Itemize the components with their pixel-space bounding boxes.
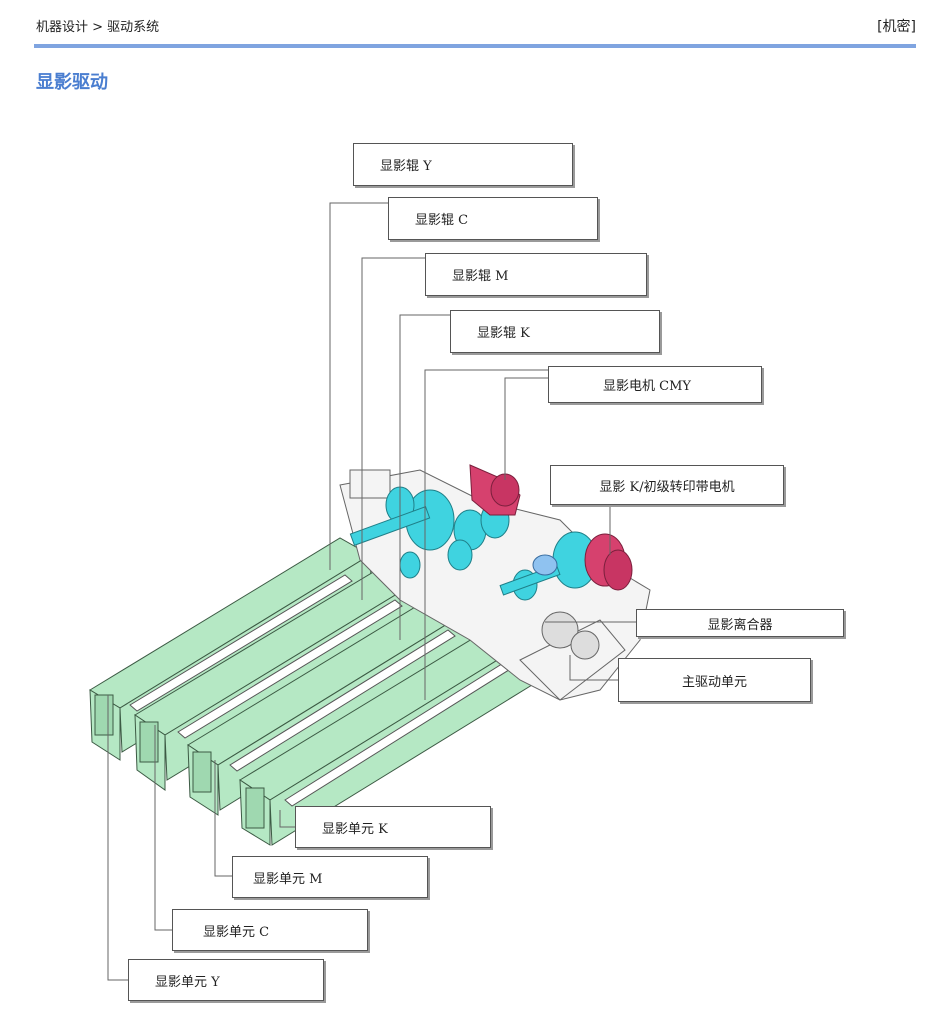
callout-dev-roller-k: 显影辊 K [450, 310, 660, 353]
callout-dev-unit-m: 显影单元 M [232, 856, 428, 898]
callout-dev-motor-cmy: 显影电机 CMY [548, 366, 762, 403]
development-motors [469, 464, 633, 591]
callout-dev-clutch: 显影离合器 [636, 609, 844, 637]
development-rollers [129, 574, 513, 807]
development-clutch-part [532, 554, 558, 576]
callout-dev-k-transfer-motor: 显影 K/初级转印带电机 [550, 465, 784, 505]
development-gears [349, 486, 598, 601]
callout-dev-unit-k: 显影单元 K [295, 806, 491, 848]
classification-label: [机密] [877, 19, 916, 35]
callout-main-drive-unit: 主驱动单元 [618, 658, 811, 702]
leader-lines [107, 202, 636, 981]
page-title: 显影驱动 [36, 72, 108, 93]
page-header: 机器设计 > 驱动系统 [机密] [36, 12, 916, 35]
callout-dev-unit-y: 显影单元 Y [128, 959, 324, 1001]
callout-dev-roller-y: 显影辊 Y [353, 143, 573, 186]
callout-dev-roller-c: 显影辊 C [388, 197, 598, 240]
breadcrumb: 机器设计 > 驱动系统 [36, 20, 160, 35]
callout-dev-roller-m: 显影辊 M [425, 253, 647, 296]
callout-dev-unit-c: 显影单元 C [172, 909, 368, 951]
header-divider [34, 44, 916, 48]
